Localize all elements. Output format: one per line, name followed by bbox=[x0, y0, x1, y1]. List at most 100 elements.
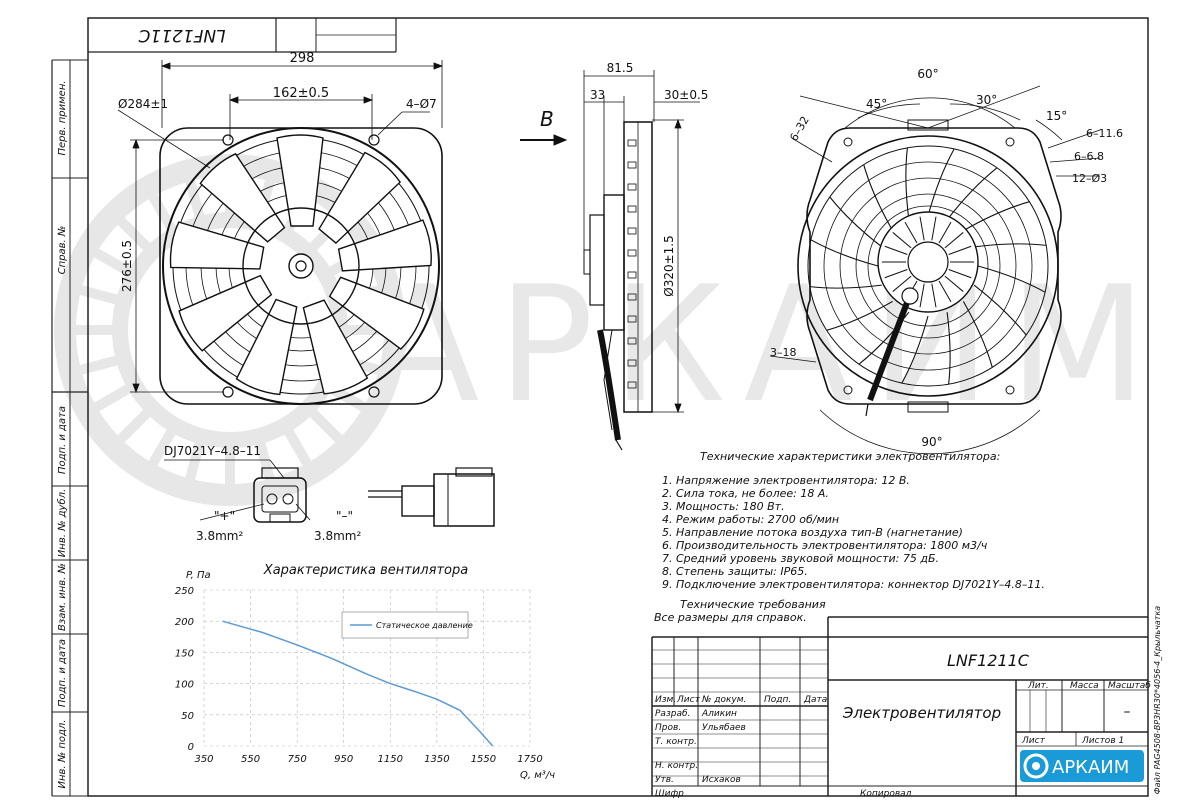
sheet-border bbox=[87, 17, 1149, 797]
connector-drawing bbox=[164, 459, 495, 527]
side-dimensions bbox=[583, 70, 700, 414]
x-tick-label: 1750 bbox=[517, 754, 542, 765]
legend-entry: Статическое давление bbox=[376, 621, 473, 630]
watermark-text: АРКАИМ bbox=[370, 251, 1165, 438]
tb-role-3: Т. контр. bbox=[655, 737, 697, 747]
watermark: АРКАИМ bbox=[54, 154, 1165, 506]
strip-label-2: Справ. № bbox=[57, 226, 68, 275]
x-tick-label: 1150 bbox=[378, 754, 403, 765]
slot-6-11-6: 6–11.6 bbox=[1086, 127, 1123, 140]
tb-name-2: Ульябаев bbox=[702, 723, 746, 733]
y-tick-label: 150 bbox=[175, 648, 194, 659]
strip-label-4: Инв. № дубл. bbox=[56, 489, 68, 557]
tb-role-1: Разраб. bbox=[655, 709, 690, 719]
side-file-label: Файл PAG4508-BP3HR30*4056-4_Крыльчатка bbox=[1153, 606, 1162, 795]
fan-blade bbox=[178, 274, 273, 352]
slot-6-6-8: 6–6.8 bbox=[1074, 150, 1104, 163]
angle-90: 90° bbox=[921, 435, 942, 449]
connector-plus: "+" bbox=[214, 509, 235, 523]
strip-label-3: Подп. и дата bbox=[57, 406, 68, 474]
fan-blade bbox=[318, 151, 402, 245]
dim-holes: 4–Ø7 bbox=[406, 97, 437, 111]
tb-role-2: Пров. bbox=[655, 723, 681, 733]
tb-head-list: Лист bbox=[676, 695, 701, 705]
strip-label-1: Перв. примен. bbox=[57, 80, 68, 155]
tb-scale-value: – bbox=[1124, 704, 1131, 720]
x-tick-label: 1550 bbox=[471, 754, 496, 765]
chart-legend: Статическое давление bbox=[341, 611, 473, 639]
tb-role-5: Н. контр. bbox=[655, 761, 698, 771]
x-tick-label: 950 bbox=[334, 754, 353, 765]
spec-4: 4. Режим работы: 2700 об/мин bbox=[662, 513, 839, 526]
angle-30: 30° bbox=[976, 93, 997, 107]
fan-chart: Характеристика вентилятора P, Па Q, м³/ч… bbox=[175, 563, 555, 781]
tb-head-sign: Подп. bbox=[764, 695, 791, 705]
dim-side-diameter: Ø320±1.5 bbox=[662, 235, 676, 297]
dim-flange: 30±0.5 bbox=[664, 88, 708, 102]
dim-diameter: Ø284±1 bbox=[118, 97, 168, 111]
fan-blade bbox=[328, 276, 425, 350]
direction-label: B bbox=[540, 107, 554, 131]
chart-ylabel: P, Па bbox=[186, 570, 211, 581]
dim-offset: 33 bbox=[590, 88, 605, 102]
x-tick-label: 1350 bbox=[424, 754, 449, 765]
requirements-heading: Технические требования bbox=[680, 598, 826, 611]
fan-blade bbox=[337, 219, 432, 272]
fan-blade bbox=[276, 134, 324, 227]
tb-model: LNF1211C bbox=[947, 651, 1030, 670]
series-line-static-pressure bbox=[222, 620, 494, 747]
tb-name-6: Исхаков bbox=[702, 775, 741, 785]
requirements-text: Все размеры для справок. bbox=[654, 611, 807, 624]
fan-blade bbox=[199, 152, 286, 243]
tb-role-6: Утв. bbox=[655, 775, 674, 785]
chart-title: Характеристика вентилятора bbox=[263, 563, 468, 578]
tb-lit: Лит. bbox=[1027, 681, 1049, 691]
connector-part: DJ7021Y–4.8–11 bbox=[164, 444, 261, 458]
spec-5: 5. Направление потока воздуха тип-В (наг… bbox=[662, 526, 963, 539]
front-view bbox=[159, 127, 443, 405]
logo-text: АРКАИМ bbox=[1052, 757, 1129, 778]
y-tick-label: 200 bbox=[175, 617, 194, 628]
svg-text:LNF1211C: LNF1211C bbox=[138, 25, 225, 45]
y-tick-label: 0 bbox=[188, 742, 194, 753]
tb-sheet: Лист bbox=[1021, 736, 1046, 746]
spec-3: 3. Мощность: 180 Вт. bbox=[662, 500, 785, 513]
front-dimensions bbox=[117, 60, 444, 394]
tb-format: Шифр bbox=[655, 789, 684, 799]
spec-2: 2. Сила тока, не более: 18 А. bbox=[662, 487, 829, 500]
wire-plus: 3.8mm² bbox=[196, 529, 243, 543]
x-tick-label: 750 bbox=[288, 754, 307, 765]
dim-depth: 81.5 bbox=[607, 61, 634, 75]
spec-6: 6. Производительность электровентилятора… bbox=[662, 539, 988, 552]
tb-scale: Масштаб bbox=[1108, 681, 1151, 691]
spec-7: 7. Средний уровень звуковой мощности: 75… bbox=[662, 552, 939, 565]
rear-view bbox=[797, 119, 1062, 417]
y-tick-label: 100 bbox=[175, 680, 194, 691]
angle-45: 45° bbox=[866, 97, 887, 111]
left-strip: Перв. примен. Справ. № Подп. и дата Инв.… bbox=[51, 59, 88, 797]
tb-mass: Масса bbox=[1070, 681, 1099, 691]
specifications: Технические характеристики электровентил… bbox=[654, 450, 1045, 624]
strip-label-6: Подп. и дата bbox=[57, 639, 68, 707]
holes-12: 12–Ø3 bbox=[1072, 172, 1107, 185]
dim-bolt-spacing: 162±0.5 bbox=[273, 86, 329, 101]
strip-label-7: Инв. № подл. bbox=[57, 720, 68, 789]
tb-head-date: Дата bbox=[803, 695, 827, 705]
y-tick-label: 50 bbox=[181, 711, 194, 722]
chart-xlabel: Q, м³/ч bbox=[520, 770, 555, 781]
spec-8: 8. Степень защиты: IP65. bbox=[662, 565, 808, 578]
tb-head-doc: № докум. bbox=[701, 695, 746, 705]
arkaim-logo: АРКАИМ bbox=[1020, 750, 1144, 782]
x-tick-label: 550 bbox=[241, 754, 260, 765]
dim-width: 298 bbox=[290, 51, 315, 66]
rear-dimensions bbox=[769, 85, 1101, 455]
side-view bbox=[520, 121, 653, 451]
title-block bbox=[651, 616, 1148, 796]
fan-blade bbox=[302, 299, 369, 395]
tb-head-izm: Изм. bbox=[655, 695, 676, 705]
strip-label-5: Взам. инв. № bbox=[57, 563, 68, 631]
angle-60: 60° bbox=[917, 67, 938, 81]
spec-1: 1. Напряжение электровентилятора: 12 В. bbox=[662, 474, 910, 487]
slot-3-18: 3–18 bbox=[770, 346, 797, 359]
